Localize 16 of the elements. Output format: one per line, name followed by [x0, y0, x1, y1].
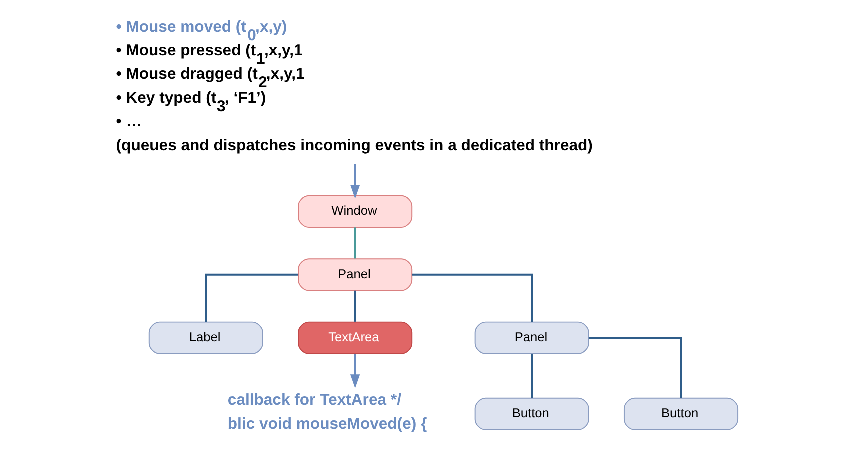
connector: [412, 274, 533, 322]
node-text: callback for TextArea */ blic void mouseMoved(e) {: [227, 392, 427, 433]
arrow: [350, 164, 360, 199]
node-box: Panel: [474, 322, 589, 354]
connector: [204, 274, 298, 322]
arrow: [350, 354, 360, 388]
node-box: Button: [474, 398, 589, 430]
connector: [530, 354, 533, 398]
node-box: TextArea: [298, 322, 412, 354]
connector: [588, 337, 682, 398]
node-box: Window: [298, 195, 412, 228]
connector: [354, 228, 356, 259]
node-box: Button: [623, 398, 738, 430]
connector: [354, 290, 356, 322]
node-box: Panel: [298, 258, 412, 292]
node-box: Label: [148, 322, 263, 354]
